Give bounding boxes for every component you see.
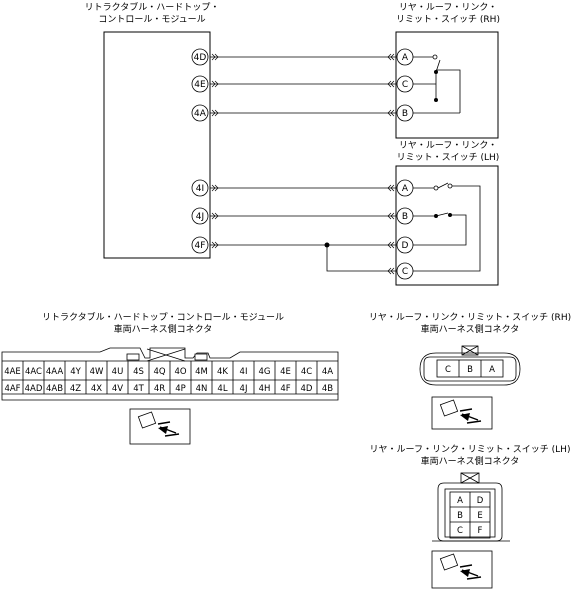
switch-rh-pins: A C B — [396, 48, 414, 122]
switch-rh-pin-B: B — [402, 109, 408, 119]
switch-lh-box — [395, 165, 499, 286]
switch-lh-pin-D: D — [402, 241, 409, 251]
connector-module-cell: 4X — [91, 384, 102, 394]
connector-module-shell — [1, 347, 339, 401]
module-pin-4J: 4J — [196, 212, 204, 222]
connector-module-cell: 4S — [133, 367, 144, 377]
module-pin-4F: 4F — [195, 241, 206, 251]
switch-rh-dot2 — [434, 98, 438, 102]
connector-module-grid: 4AE 4AC 4AA 4Y 4W 4U 4S 4Q 4O 4M 4K 4I 4G 4E 4C 4A 4AF 4A… — [4, 361, 333, 394]
module-pin-4A: 4A — [194, 109, 207, 119]
switch-rh-pin-A: A — [402, 53, 409, 63]
connector-module-cell: 4AB — [46, 384, 63, 394]
connector-lh-cell-B: B — [457, 511, 463, 521]
connector-module-cell: 4O — [174, 367, 186, 377]
connector-module-cell: 4K — [217, 367, 228, 377]
connector-module-cell: 4A — [322, 367, 333, 377]
switch-lh-title-line1: リヤ・ルーフ・リンク・ — [399, 140, 497, 151]
module-pin-4D: 4D — [194, 53, 207, 63]
connector-module-cell: 4N — [196, 384, 208, 394]
switch-lh-contacts — [413, 182, 481, 272]
switch-lh-pin-A: A — [402, 184, 409, 194]
module-box — [103, 31, 211, 259]
connector-lh-cell-A: A — [457, 496, 463, 506]
wires-rh — [210, 56, 396, 114]
switch-lh-dot2 — [448, 213, 452, 217]
wires-lh — [210, 187, 396, 272]
connector-rh-cell-C: C — [445, 365, 451, 375]
connector-lh-title-line2: 車両ハーネス側コネクタ — [421, 455, 520, 467]
connector-hand-icon-lh — [431, 550, 493, 589]
connector-module-cell: 4G — [259, 367, 271, 377]
connector-rh-cell-B: B — [467, 365, 473, 375]
connector-rh-title-line1: リヤ・ルーフ・リンク・リミット・スイッチ (RH) — [369, 312, 571, 323]
connector-module-cell: 4AD — [25, 384, 43, 394]
connector-module-cell: 4AF — [4, 384, 20, 394]
switch-lh-dot1 — [434, 214, 438, 218]
connector-module-cell: 4C — [301, 367, 312, 377]
connector-module-cell: 4I — [240, 367, 248, 377]
switch-rh-dot1 — [434, 70, 438, 74]
switch-rh-pin-C: C — [402, 80, 408, 90]
switch-rh-title-line2: リミット・スイッチ (RH) — [396, 14, 500, 25]
splice-dot — [324, 242, 330, 248]
switch-rh-title-line1: リヤ・ルーフ・リンク・ — [399, 2, 497, 13]
connector-module-cell: 4F — [280, 384, 290, 394]
connector-lh-cell-D: D — [477, 496, 484, 506]
connector-module-cell: 4W — [90, 367, 104, 377]
connector-lh-shell — [432, 472, 510, 542]
connector-module-cell: 4AA — [46, 367, 63, 377]
module-pins: 4D 4E 4A 4I 4J 4F — [191, 48, 209, 254]
connector-module-cell: 4J — [240, 384, 248, 394]
connector-module-cell: 4T — [133, 384, 144, 394]
connector-module-cell: 4E — [280, 367, 291, 377]
connector-lh-title-line1: リヤ・ルーフ・リンク・リミット・スイッチ (LH) — [370, 444, 571, 455]
module-title-line1: リトラクタブル・ハードトップ・ — [85, 1, 220, 13]
switch-rh-contacts — [413, 54, 461, 114]
switch-chevrons — [387, 53, 395, 275]
module-chevrons — [211, 53, 219, 249]
connector-lh-cell-F: F — [478, 526, 483, 536]
connector-rh-title-line2: 車両ハーネス側コネクタ — [421, 323, 520, 335]
connector-hand-icon-module — [129, 408, 191, 445]
connector-module-cell: 4AE — [4, 367, 21, 377]
connector-module-cell: 4L — [217, 384, 227, 394]
connector-module-title-line1: リトラクタブル・ハードトップ・コントロール・モジュール — [42, 311, 284, 323]
switch-lh-pin-C: C — [402, 267, 408, 277]
connector-module-cell: 4Q — [153, 367, 165, 377]
connector-rh-cell-A: A — [489, 365, 495, 375]
connector-module-title-line2: 車両ハーネス側コネクタ — [114, 323, 213, 335]
connector-rh-shell — [419, 345, 521, 386]
switch-lh-pins: A B D C — [396, 179, 414, 280]
connector-module-cell: 4V — [112, 384, 123, 394]
connector-module-cell: 4B — [322, 384, 333, 394]
connector-module-cell: 4Z — [70, 384, 81, 394]
module-pin-4I: 4I — [196, 184, 204, 194]
connector-module-cell: 4Y — [70, 367, 81, 377]
connector-module-cell: 4U — [112, 367, 124, 377]
module-title-line2: コントロール・モジュール — [98, 15, 205, 25]
switch-lh-pin-B: B — [402, 212, 408, 222]
switch-lh-title-line2: リミット・スイッチ (LH) — [397, 152, 500, 163]
module-pin-4E: 4E — [194, 80, 206, 90]
connector-module-cell: 4AC — [25, 367, 42, 377]
connector-module-cell: 4M — [195, 367, 208, 377]
connector-module-cell: 4P — [175, 384, 186, 394]
connector-module-cell: 4H — [259, 384, 271, 394]
connector-module-cell: 4D — [301, 384, 313, 394]
connector-hand-icon-rh — [431, 396, 493, 430]
connector-lh-cell-C: C — [457, 526, 463, 536]
connector-lh-cell-E: E — [477, 511, 482, 521]
connector-module-cell: 4R — [154, 384, 165, 394]
switch-rh-box — [395, 31, 499, 139]
